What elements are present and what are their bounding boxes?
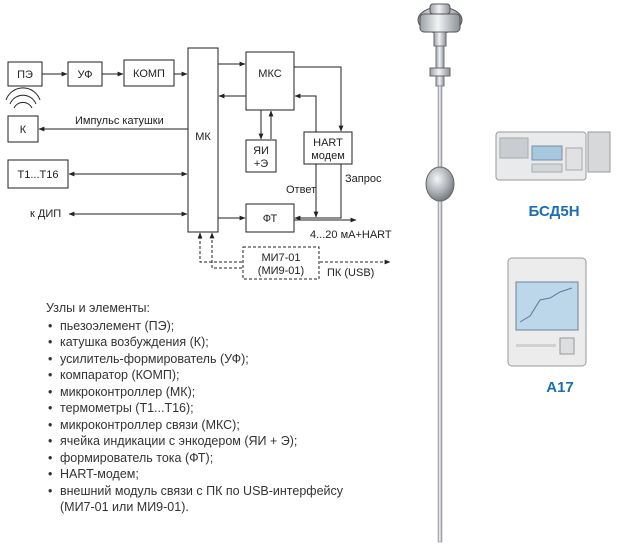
usb-connections <box>197 232 391 269</box>
coil-pulse-label: Импульс катушки <box>75 115 164 127</box>
legend-item: компаратор (КОМП); <box>48 367 372 384</box>
a17-name: А17 <box>546 379 574 396</box>
block-t-label: Т1...Т16 <box>18 169 59 181</box>
block-ft: ФТ <box>245 203 295 233</box>
coil-signal-icon <box>5 87 41 109</box>
block-komp: КОМП <box>123 59 175 87</box>
level-gauge-image <box>417 3 463 543</box>
legend: Узлы и элементы: пьезоэлемент (ПЭ); кату… <box>32 300 372 516</box>
pc-usb-label: ПК (USB) <box>327 267 374 279</box>
request-label: Запрос <box>345 173 382 185</box>
block-mk: МК <box>187 47 219 233</box>
legend-item: пьезоэлемент (ПЭ); <box>48 318 372 335</box>
block-t: Т1...Т16 <box>7 159 69 189</box>
block-hart-label-2: модем <box>311 150 345 162</box>
block-hart: HART модем <box>303 131 353 165</box>
block-mi-label-1: МИ7-01 <box>261 252 300 264</box>
legend-item: микроконтроллер связи (МКС); <box>48 417 372 434</box>
output-label: 4...20 мА+HART <box>310 229 392 241</box>
block-k-label: К <box>20 124 27 136</box>
block-mi-label-2: (МИ9-01) <box>258 265 304 277</box>
block-k: К <box>7 115 39 143</box>
block-mi: МИ7-01 (МИ9-01) <box>242 246 320 280</box>
legend-item: термометры (Т1...Т16); <box>48 400 372 417</box>
answer-label: Ответ <box>286 184 316 196</box>
block-mks-label: МКС <box>258 68 281 80</box>
legend-item: внешний модуль связи с ПК по USB-интерфе… <box>48 483 372 516</box>
block-uf: УФ <box>67 61 103 87</box>
legend-item: формирователь тока (ФТ); <box>48 450 372 467</box>
legend-item: HART-модем; <box>48 466 372 483</box>
legend-title: Узлы и элементы: <box>46 301 151 315</box>
legend-item: ячейка индикации с энкодером (ЯИ + Э); <box>48 433 372 450</box>
block-hart-label-1: HART <box>313 137 343 149</box>
block-yai-label-2: +Э <box>254 158 268 170</box>
bsd5n-device-image <box>495 131 611 181</box>
block-uf-label: УФ <box>78 69 93 81</box>
block-yai-label-1: ЯИ <box>253 145 269 157</box>
legend-item: катушка возбуждения (К); <box>48 334 372 351</box>
block-mk-label: МК <box>195 131 211 143</box>
bsd5n-name: БСД5Н <box>528 203 579 220</box>
a17-device-image <box>507 257 587 367</box>
legend-item: усилитель-формирователь (УФ); <box>48 351 372 368</box>
block-pe-label: ПЭ <box>17 69 33 81</box>
block-yai: ЯИ +Э <box>245 139 277 173</box>
block-komp-label: КОМП <box>133 68 165 80</box>
dip-label: к ДИП <box>30 208 61 220</box>
legend-list: пьезоэлемент (ПЭ); катушка возбуждения (… <box>32 318 372 516</box>
block-pe: ПЭ <box>7 61 43 87</box>
block-ft-label: ФТ <box>263 213 278 225</box>
connections <box>38 61 357 223</box>
legend-item: микроконтроллер (МК); <box>48 384 372 401</box>
block-mks: МКС <box>245 51 295 111</box>
